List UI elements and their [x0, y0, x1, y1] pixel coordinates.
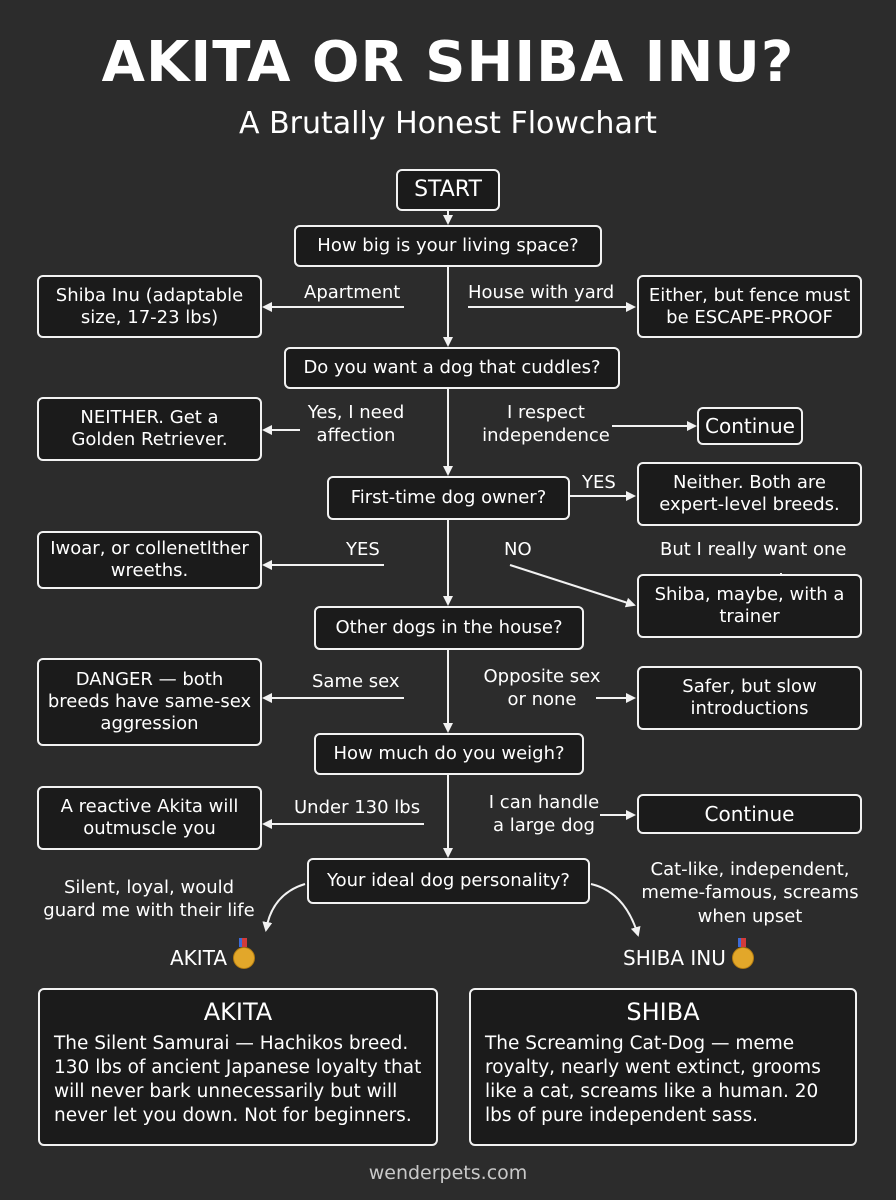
card-akita: AKITA The Silent Samurai — Hachikos bree…: [38, 988, 438, 1146]
result-text: Continue: [705, 413, 795, 438]
result-text: A reactive Akita will outmuscle you: [60, 796, 239, 839]
label-apartment: Apartment: [304, 282, 401, 303]
start-label: START: [414, 176, 482, 202]
result-akita-outmuscle: A reactive Akita will outmuscle you: [37, 786, 262, 850]
footer-site: wenderpets.com: [368, 1162, 528, 1184]
label-no: NO: [504, 539, 532, 560]
label-handle-large-dog: I can handle a large dog: [488, 792, 600, 837]
card-shiba: SHIBA The Screaming Cat-Dog — meme royal…: [469, 988, 857, 1146]
label-yes-left: YES: [346, 539, 380, 560]
start-node: START: [396, 169, 500, 211]
question-text: How big is your living space?: [317, 235, 579, 257]
card-text: The Silent Samurai — Hachikos breed. 130…: [54, 1033, 422, 1127]
result-continue-1: Continue: [697, 407, 803, 445]
question-weight: How much do you weigh?: [314, 733, 584, 775]
result-shiba-adaptable: Shiba Inu (adaptable size, 17-23 lbs): [37, 275, 262, 338]
result-text: Shiba, maybe, with a trainer: [654, 584, 845, 627]
question-text: Do you want a dog that cuddles?: [303, 357, 601, 379]
label-really-want-one: But I really want one: [660, 539, 847, 560]
result-text: Iwoar, or collenetlther wreeths.: [50, 538, 249, 581]
label-silent-loyal: Silent, loyal, would guard me with their…: [43, 877, 255, 922]
card-text: The Screaming Cat-Dog — meme royalty, ne…: [485, 1033, 821, 1127]
question-text: Your ideal dog personality?: [327, 870, 570, 892]
result-expert-breeds: Neither. Both are expert-level breeds.: [637, 462, 862, 526]
outcome-shiba: SHIBA INU: [623, 937, 754, 971]
result-slow-introductions: Safer, but slow introductions: [637, 666, 862, 730]
question-text: How much do you weigh?: [333, 743, 565, 765]
medal-icon: [731, 937, 754, 969]
question-cuddles: Do you want a dog that cuddles?: [284, 347, 620, 389]
label-under-130: Under 130 lbs: [294, 797, 421, 818]
question-text: First-time dog owner?: [350, 487, 547, 509]
branch-curve-right: [590, 883, 641, 937]
outcome-akita: AKITA: [170, 937, 256, 971]
question-personality: Your ideal dog personality?: [307, 858, 590, 904]
question-text: Other dogs in the house?: [335, 617, 563, 639]
question-living-space: How big is your living space?: [294, 225, 602, 267]
result-text: Continue: [704, 801, 795, 826]
page-subtitle: A Brutally Honest Flowchart: [239, 106, 657, 141]
result-text: Shiba Inu (adaptable size, 17-23 lbs): [55, 284, 244, 328]
result-danger-aggression: DANGER — both breeds have same-sex aggre…: [37, 658, 262, 746]
question-other-dogs: Other dogs in the house?: [314, 606, 584, 650]
result-escape-proof: Either, but fence must be ESCAPE-PROOF: [637, 275, 862, 338]
result-text: Safer, but slow introductions: [682, 676, 817, 719]
medal-icon: [233, 937, 256, 969]
card-title: AKITA: [203, 998, 273, 1026]
result-continue-2: Continue: [637, 794, 862, 834]
label-same-sex: Same sex: [312, 671, 400, 692]
label-yes-right: YES: [582, 472, 616, 493]
card-title: SHIBA: [626, 998, 700, 1026]
question-first-time-owner: First-time dog owner?: [327, 476, 570, 520]
result-text: DANGER — both breeds have same-sex aggre…: [47, 669, 252, 734]
outcome-label: AKITA: [170, 946, 228, 970]
result-golden-retriever: NEITHER. Get a Golden Retriever.: [37, 397, 262, 461]
page-title: AKITA OR SHIBA INU?: [101, 30, 795, 95]
label-respect-independence: I respect independence: [482, 402, 610, 447]
label-house-with-yard: House with yard: [468, 282, 615, 303]
result-text: NEITHER. Get a Golden Retriever.: [71, 407, 228, 450]
result-text: Neither. Both are expert-level breeds.: [659, 472, 840, 515]
label-cat-like: Cat-like, independent, meme-famous, scre…: [641, 859, 859, 927]
branch-arrow: [509, 564, 636, 608]
label-need-affection: Yes, I need affection: [307, 402, 405, 447]
result-text: Either, but fence must be ESCAPE-PROOF: [648, 284, 851, 328]
outcome-label: SHIBA INU: [623, 946, 726, 970]
result-shiba-with-trainer: Shiba, maybe, with a trainer: [637, 574, 862, 638]
result-garbled: Iwoar, or collenetlther wreeths.: [37, 531, 262, 589]
branch-curve-left: [262, 883, 306, 932]
label-opposite-sex: Opposite sex or none: [483, 666, 601, 711]
